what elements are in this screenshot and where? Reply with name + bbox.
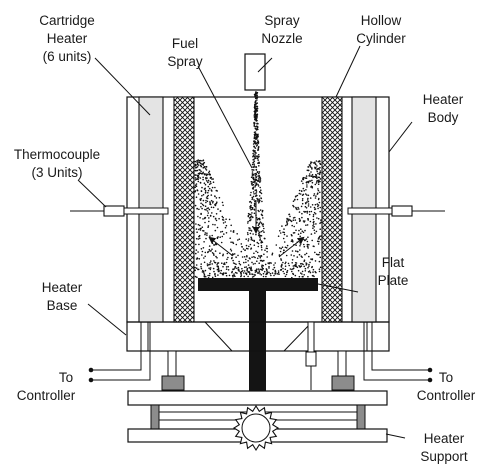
svg-text:(3 Units): (3 Units) [31,165,82,180]
label-cartridge-heater: Cartridge Heater (6 units) [39,13,95,64]
svg-text:To: To [59,370,73,385]
svg-text:Flat: Flat [382,255,405,270]
controller-wires-right [363,322,433,383]
controller-wires-left [88,322,151,383]
svg-text:Heater: Heater [423,92,464,107]
svg-text:Heater: Heater [424,431,465,446]
thermocouple-right [347,205,445,217]
svg-text:Body: Body [428,110,459,125]
svg-text:Plate: Plate [378,273,409,288]
thermocouple-left [70,205,169,217]
svg-text:Thermocouple: Thermocouple [14,147,100,162]
flat-plate [198,278,318,291]
svg-text:Hollow: Hollow [361,13,402,28]
label-heater-base: Heater Base [42,280,83,313]
label-to-controller-right: To Controller [417,370,476,403]
label-flat-plate: Flat Plate [378,255,409,288]
label-to-controller-left: To Controller [17,370,76,403]
hollow-cylinder-wall-left [173,96,195,323]
svg-text:Heater: Heater [47,31,88,46]
support-legs [161,350,355,391]
svg-text:Controller: Controller [417,388,476,403]
svg-text:(6 units): (6 units) [43,49,92,64]
svg-text:Support: Support [420,449,468,464]
svg-text:Cylinder: Cylinder [356,31,406,46]
label-thermocouple: Thermocouple (3 Units) [14,147,100,180]
svg-text:Nozzle: Nozzle [261,31,302,46]
thermocouple-center [305,321,317,390]
label-hollow-cylinder: Hollow Cylinder [356,13,406,46]
label-heater-body: Heater Body [423,92,464,125]
svg-text:To: To [439,370,453,385]
svg-text:Spray: Spray [167,54,203,69]
gear-icon [232,404,280,452]
fuel-spray-region [194,91,322,279]
svg-text:Heater: Heater [42,280,83,295]
svg-text:Base: Base [47,298,78,313]
label-spray-nozzle: Spray Nozzle [261,13,302,46]
leader-lines [77,45,413,439]
heater-base [126,321,390,352]
plate-stem [249,291,266,391]
label-fuel-spray: Fuel Spray [167,36,203,69]
svg-text:Cartridge: Cartridge [39,13,95,28]
label-heater-support: Heater Support [420,431,468,464]
svg-text:Controller: Controller [17,388,76,403]
spray-nozzle [244,53,266,91]
svg-text:Spray: Spray [264,13,300,28]
spray-arrows [208,200,305,257]
svg-text:Fuel: Fuel [172,36,198,51]
